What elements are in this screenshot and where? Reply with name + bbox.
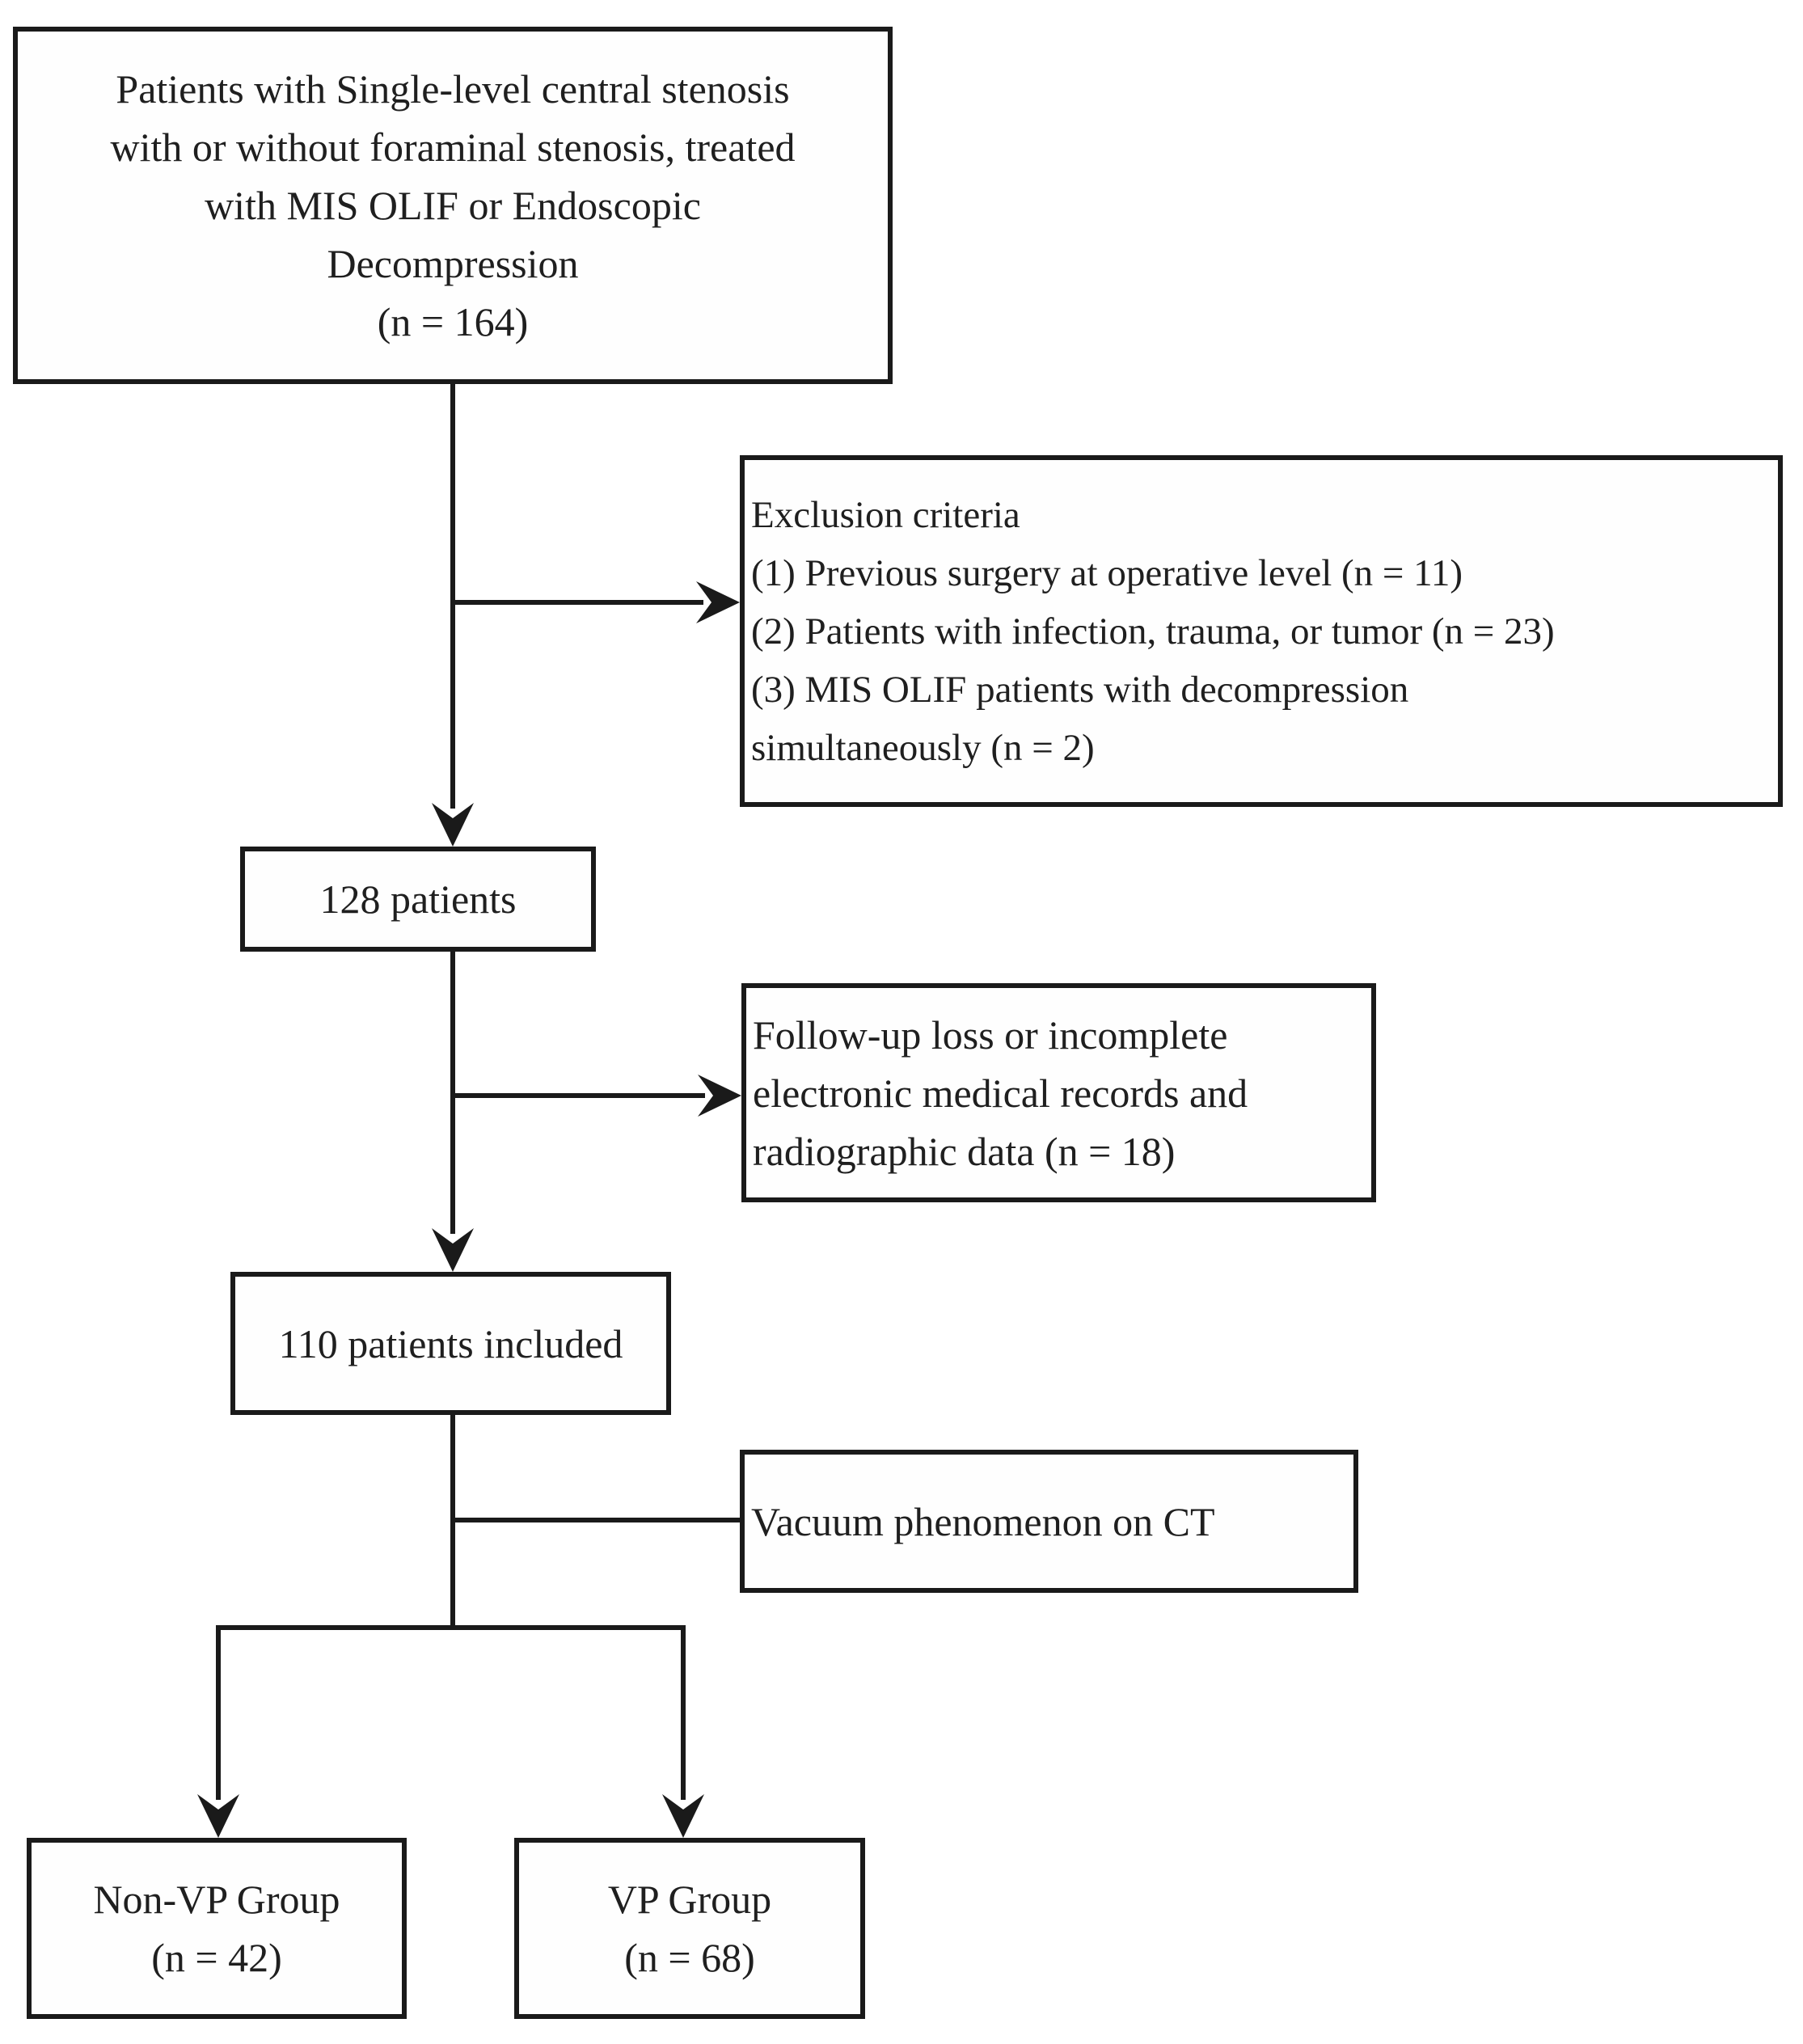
- arrowhead-into-nonvp: [197, 1794, 239, 1838]
- node-vp-group: VP Group (n = 68): [514, 1838, 865, 2019]
- node-followup-loss-text: Follow-up loss or incomplete electronic …: [753, 1011, 1248, 1174]
- node-110-patients-included: 110 patients included: [230, 1272, 671, 1415]
- node-exclusion-criteria-text: Exclusion criteria (1) Previous surgery …: [751, 493, 1555, 769]
- node-non-vp-group: Non-VP Group (n = 42): [27, 1838, 407, 2019]
- arrowhead-into-128: [432, 803, 474, 847]
- node-vacuum-phenomenon: Vacuum phenomenon on CT: [740, 1450, 1358, 1593]
- node-followup-loss: Follow-up loss or incomplete electronic …: [741, 983, 1376, 1202]
- node-110-patients-included-text: 110 patients included: [278, 1320, 623, 1366]
- arrowhead-into-vp: [662, 1794, 704, 1838]
- node-128-patients: 128 patients: [240, 847, 596, 952]
- node-vp-group-text: VP Group (n = 68): [607, 1877, 772, 1980]
- arrowhead-into-110: [432, 1228, 474, 1272]
- node-initial-patients: Patients with Single-level central steno…: [13, 27, 893, 384]
- node-128-patients-text: 128 patients: [319, 876, 517, 922]
- node-non-vp-group-text: Non-VP Group (n = 42): [93, 1877, 340, 1980]
- node-vacuum-phenomenon-text: Vacuum phenomenon on CT: [751, 1498, 1215, 1544]
- arrowhead-into-followup: [698, 1075, 741, 1117]
- node-initial-patients-text: Patients with Single-level central steno…: [110, 66, 796, 344]
- arrowhead-into-exclusion: [696, 581, 740, 623]
- node-exclusion-criteria: Exclusion criteria (1) Previous surgery …: [740, 455, 1783, 807]
